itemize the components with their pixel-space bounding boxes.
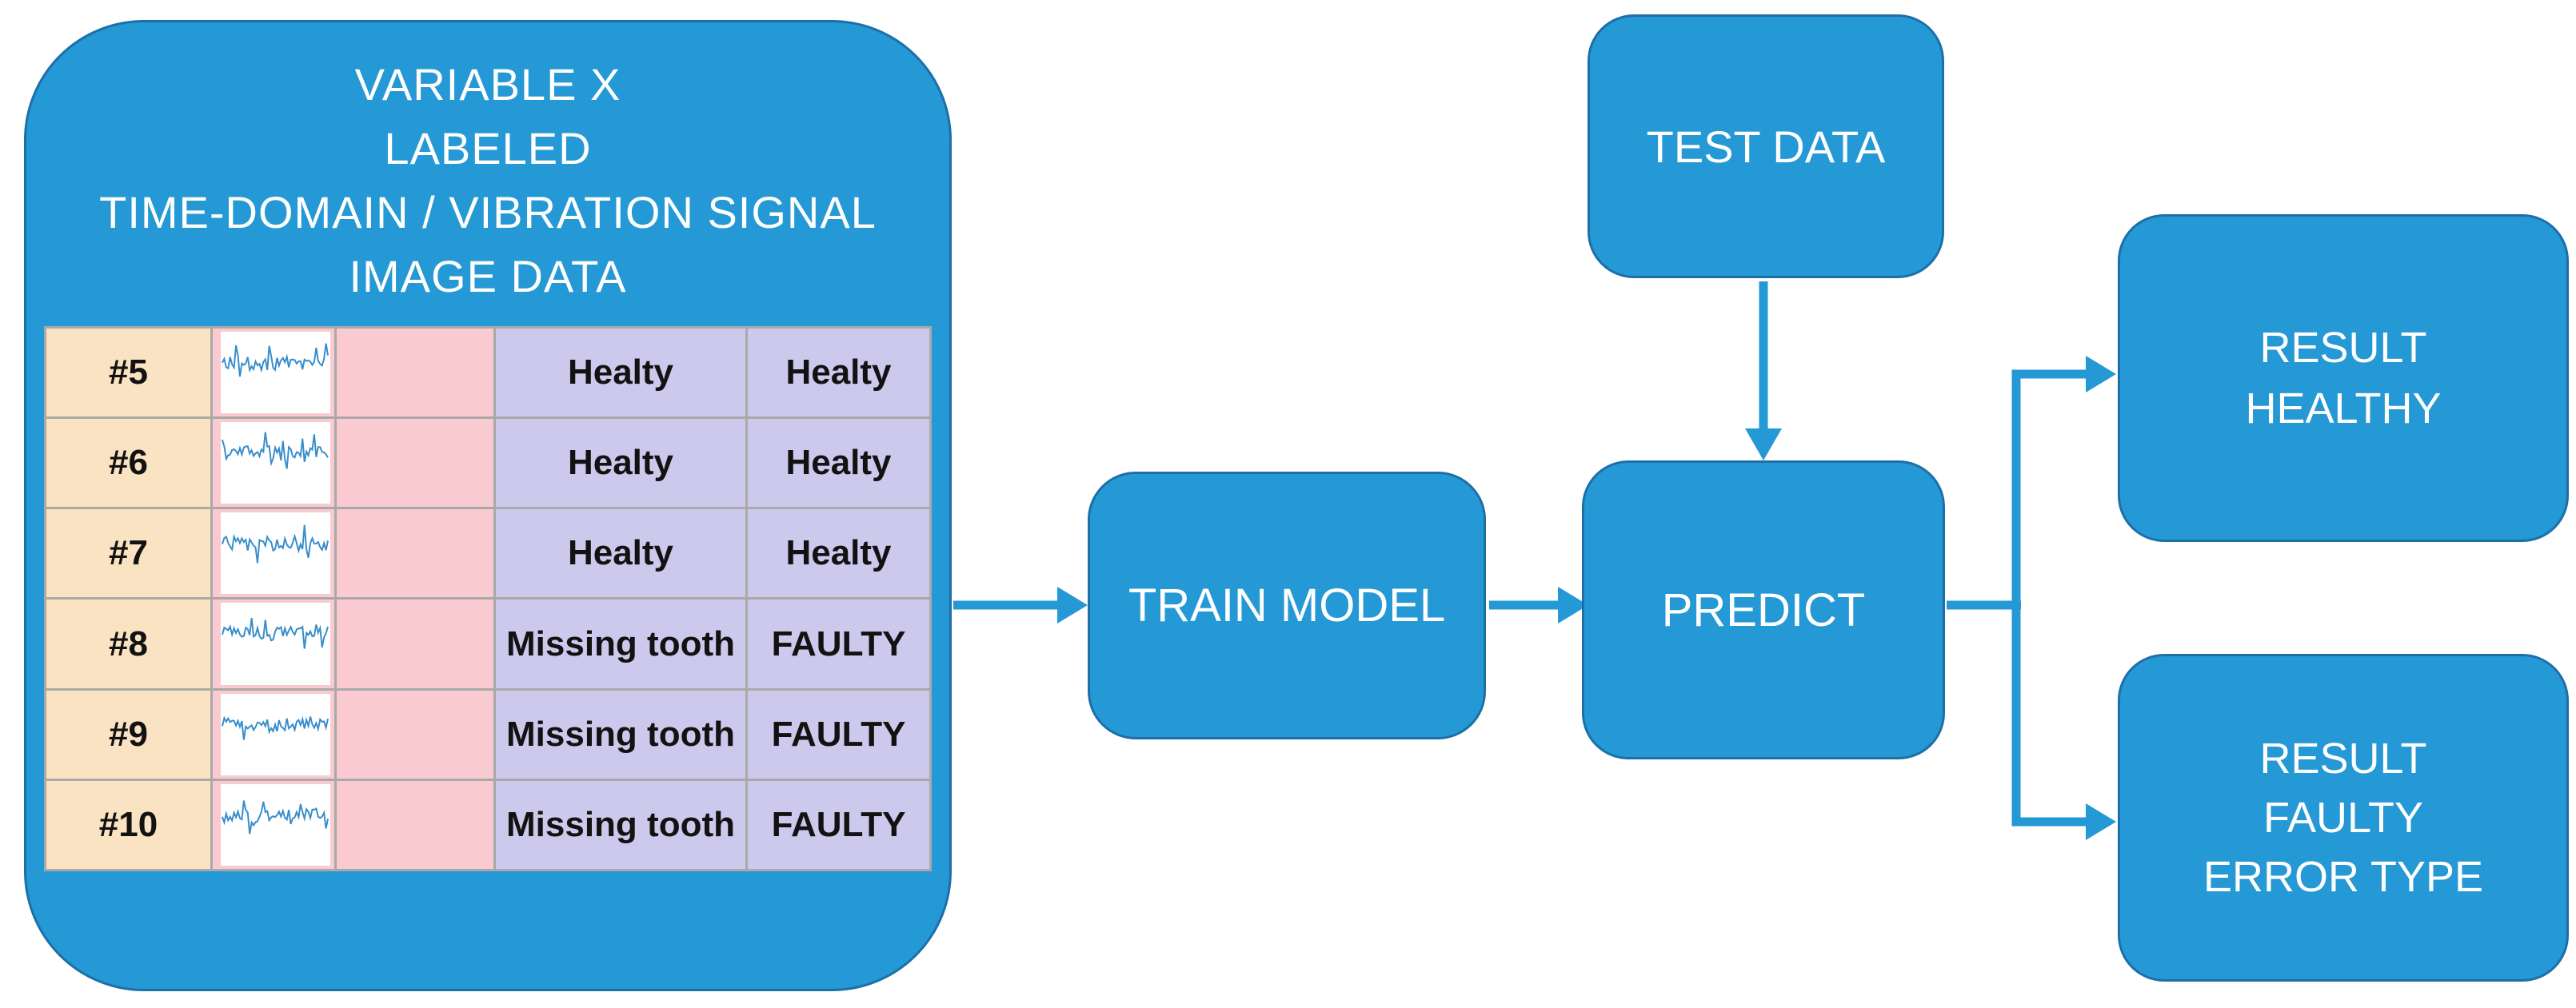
signal-cell <box>213 600 334 688</box>
sample-id-cell: #5 <box>46 329 210 417</box>
status-cell: Healty <box>748 419 929 508</box>
label-line: LABELED <box>384 123 592 173</box>
status-value: Healty <box>785 533 892 573</box>
predict-node: PREDICT <box>1582 460 1945 759</box>
label-line: HEALTHY <box>2245 384 2442 432</box>
label-line: RESULT <box>2259 324 2427 372</box>
training-data-title: VARIABLE X LABELED TIME-DOMAIN / VIBRATION… <box>24 53 952 309</box>
status-value: FAULTY <box>771 804 906 844</box>
status-cell: FAULTY <box>748 780 929 869</box>
fault-label-cell: Healty <box>496 419 745 508</box>
sample-id-cell: #10 <box>46 780 210 869</box>
status-cell: FAULTY <box>748 600 929 688</box>
fault-label-cell: Healty <box>496 329 745 417</box>
fault-label: Healty <box>567 533 674 573</box>
spacer-cell <box>337 780 493 869</box>
connector-predict-to-results <box>1947 356 2116 840</box>
signal-cell <box>213 329 334 417</box>
waveform-thumbnail <box>221 783 330 866</box>
sample-id: #8 <box>109 624 148 663</box>
status-value: FAULTY <box>771 624 906 663</box>
label-line: ERROR TYPE <box>2203 853 2484 901</box>
status-cell: Healty <box>748 509 929 598</box>
sample-id-cell: #9 <box>46 690 210 779</box>
spacer-cell <box>337 509 493 598</box>
fault-label: Healty <box>567 353 674 392</box>
signal-cell <box>213 780 334 869</box>
test-data-node: TEST DATA <box>1588 14 1944 278</box>
sample-id: #5 <box>109 353 148 392</box>
label-line: FAULTY <box>2262 794 2424 842</box>
status-cell: FAULTY <box>748 690 929 779</box>
spacer-cell <box>337 419 493 508</box>
node-label: TRAIN MODEL <box>1128 580 1446 631</box>
status-value: FAULTY <box>771 714 906 754</box>
signal-cell <box>213 419 334 508</box>
arrow-train-model-to-predict <box>1489 587 1588 624</box>
fault-label: Missing tooth <box>506 714 735 754</box>
signal-cell <box>213 509 334 598</box>
fault-label-cell: Missing tooth <box>496 690 745 779</box>
waveform-thumbnail <box>221 693 330 775</box>
sample-id-cell: #8 <box>46 600 210 688</box>
node-label: TEST DATA <box>1646 121 1886 172</box>
label-line: RESULT <box>2259 735 2427 783</box>
sample-id: #10 <box>98 804 158 844</box>
label-line: TIME-DOMAIN / VIBRATION SIGNAL <box>99 187 877 237</box>
arrow-data-to-train-model <box>953 587 1088 624</box>
node-label: PREDICT <box>1661 584 1866 636</box>
result-faulty-node: RESULT FAULTY ERROR TYPE <box>2118 654 2569 982</box>
waveform-thumbnail <box>221 332 330 414</box>
status-cell: Healty <box>748 329 929 417</box>
fault-label-cell: Missing tooth <box>496 780 745 869</box>
sample-id: #6 <box>109 443 148 483</box>
waveform-thumbnail <box>221 422 330 504</box>
sample-id: #7 <box>109 533 148 573</box>
sample-id: #9 <box>109 714 148 754</box>
spacer-cell <box>337 329 493 417</box>
labeled-data-table: #5 Healty Healty #6 Healty Healty #7 <box>44 326 932 871</box>
arrow-test-data-to-predict <box>1745 281 1782 460</box>
spacer-cell <box>337 690 493 779</box>
fault-label: Healty <box>567 443 674 483</box>
fault-label: Missing tooth <box>506 804 735 844</box>
train-model-node: TRAIN MODEL <box>1088 472 1486 739</box>
sample-id-cell: #6 <box>46 419 210 508</box>
status-value: Healty <box>785 443 892 483</box>
spacer-cell <box>337 600 493 688</box>
fault-label-cell: Healty <box>496 509 745 598</box>
waveform-thumbnail <box>221 512 330 595</box>
label-line: IMAGE DATA <box>349 251 627 301</box>
status-value: Healty <box>785 353 892 392</box>
sample-id-cell: #7 <box>46 509 210 598</box>
fault-label-cell: Missing tooth <box>496 600 745 688</box>
fault-label: Missing tooth <box>506 624 735 663</box>
signal-cell <box>213 690 334 779</box>
result-healthy-node: RESULT HEALTHY <box>2118 214 2569 542</box>
label-line: VARIABLE X <box>354 59 621 110</box>
waveform-thumbnail <box>221 603 330 685</box>
